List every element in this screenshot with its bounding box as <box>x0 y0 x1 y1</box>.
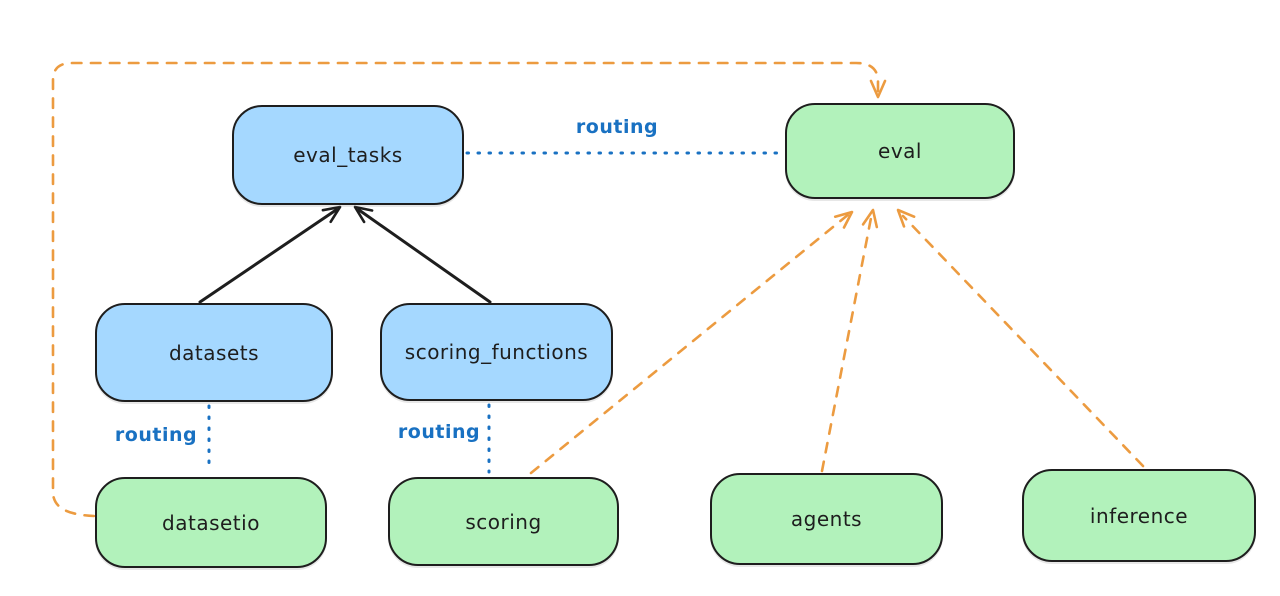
edge-scoring-functions-to-eval-tasks <box>353 205 492 304</box>
node-datasets: datasets <box>95 303 333 402</box>
node-datasetio: datasetio <box>95 477 327 568</box>
node-eval-tasks-label: eval_tasks <box>293 143 403 167</box>
node-scoring-label: scoring <box>465 509 542 534</box>
edge-label-routing-top: routing <box>575 116 659 138</box>
arrowhead-icon <box>321 205 342 224</box>
edge-datasets-to-eval-tasks <box>198 205 342 304</box>
edge-scoring-to-eval <box>529 210 854 475</box>
node-datasetio-label: datasetio <box>162 510 260 535</box>
edge-agents-to-eval <box>820 208 879 473</box>
node-eval-label: eval <box>878 139 922 163</box>
node-eval: eval <box>785 103 1015 199</box>
node-eval-tasks: eval_tasks <box>232 105 464 205</box>
node-datasets-label: datasets <box>168 340 260 365</box>
node-agents-label: agents <box>790 507 863 531</box>
node-scoring: scoring <box>388 477 619 566</box>
edge-label-routing-datasets: routing <box>114 424 198 446</box>
edge-label-routing-scoring: routing <box>397 421 481 443</box>
arrowhead-icon <box>833 210 854 229</box>
edge-datasetio-to-eval <box>51 61 887 518</box>
edge-inference-to-eval <box>896 208 1145 468</box>
arrowhead-icon <box>869 79 887 99</box>
node-scoring-functions-label: scoring_functions <box>404 340 589 364</box>
node-inference-label: inference <box>1089 503 1189 528</box>
node-agents: agents <box>710 473 943 565</box>
arrowhead-icon <box>353 205 374 224</box>
node-inference: inference <box>1022 469 1256 562</box>
node-scoring-functions: scoring_functions <box>380 303 613 401</box>
arrowhead-icon <box>896 208 916 228</box>
arrowhead-icon <box>861 208 879 229</box>
